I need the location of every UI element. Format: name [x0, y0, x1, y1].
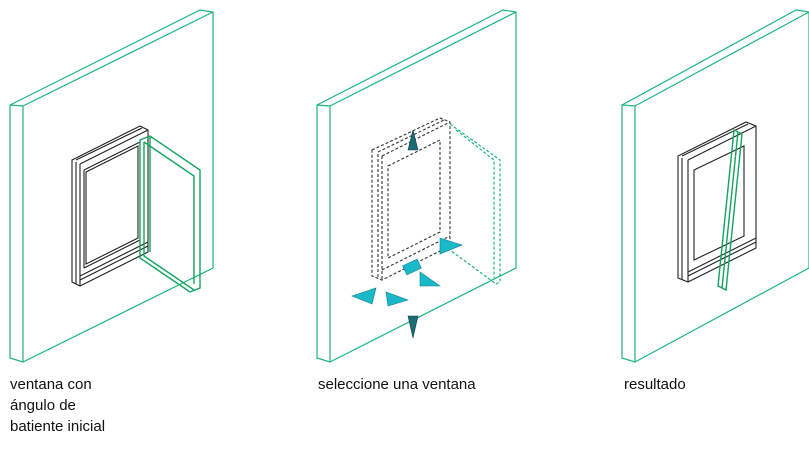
caption-select-window: seleccione una ventana [318, 374, 476, 395]
grip-bottom-arrow-icon[interactable] [407, 315, 419, 339]
window-frame-3 [677, 121, 757, 283]
window-sash-rotated-3 [717, 128, 743, 292]
wall-panel-3 [621, 9, 809, 363]
grip-top-arrow-icon[interactable] [407, 129, 419, 151]
caption-result: resultado [624, 374, 686, 395]
panel-result [621, 9, 809, 363]
window-frame-1 [71, 125, 149, 287]
grip-inner-arrow-icon[interactable] [419, 271, 441, 287]
window-frame-dashed-2 [371, 117, 451, 281]
wall-panel-1 [9, 9, 214, 363]
caption-line: batiente inicial [10, 418, 106, 435]
caption-initial-swing: ventana con ángulo de batiente inicial [10, 374, 105, 437]
caption-line: ángulo de [10, 397, 76, 414]
wall-panel-2 [316, 9, 517, 363]
caption-line: ventana con [10, 376, 92, 393]
grip-lower-arrow-icon[interactable] [385, 291, 409, 307]
window-sash-open-1 [139, 135, 201, 293]
caption-line: seleccione una ventana [318, 376, 476, 393]
panel-initial-swing [9, 9, 214, 363]
grip-right-arrow-icon[interactable] [439, 237, 463, 255]
grips-2 [351, 129, 463, 339]
caption-line: resultado [624, 376, 686, 393]
grip-center-square-icon[interactable] [402, 258, 422, 276]
panel-select-window [316, 9, 517, 363]
grip-left-arrow-icon[interactable] [351, 287, 377, 305]
window-sash-dashed-2 [449, 123, 501, 285]
